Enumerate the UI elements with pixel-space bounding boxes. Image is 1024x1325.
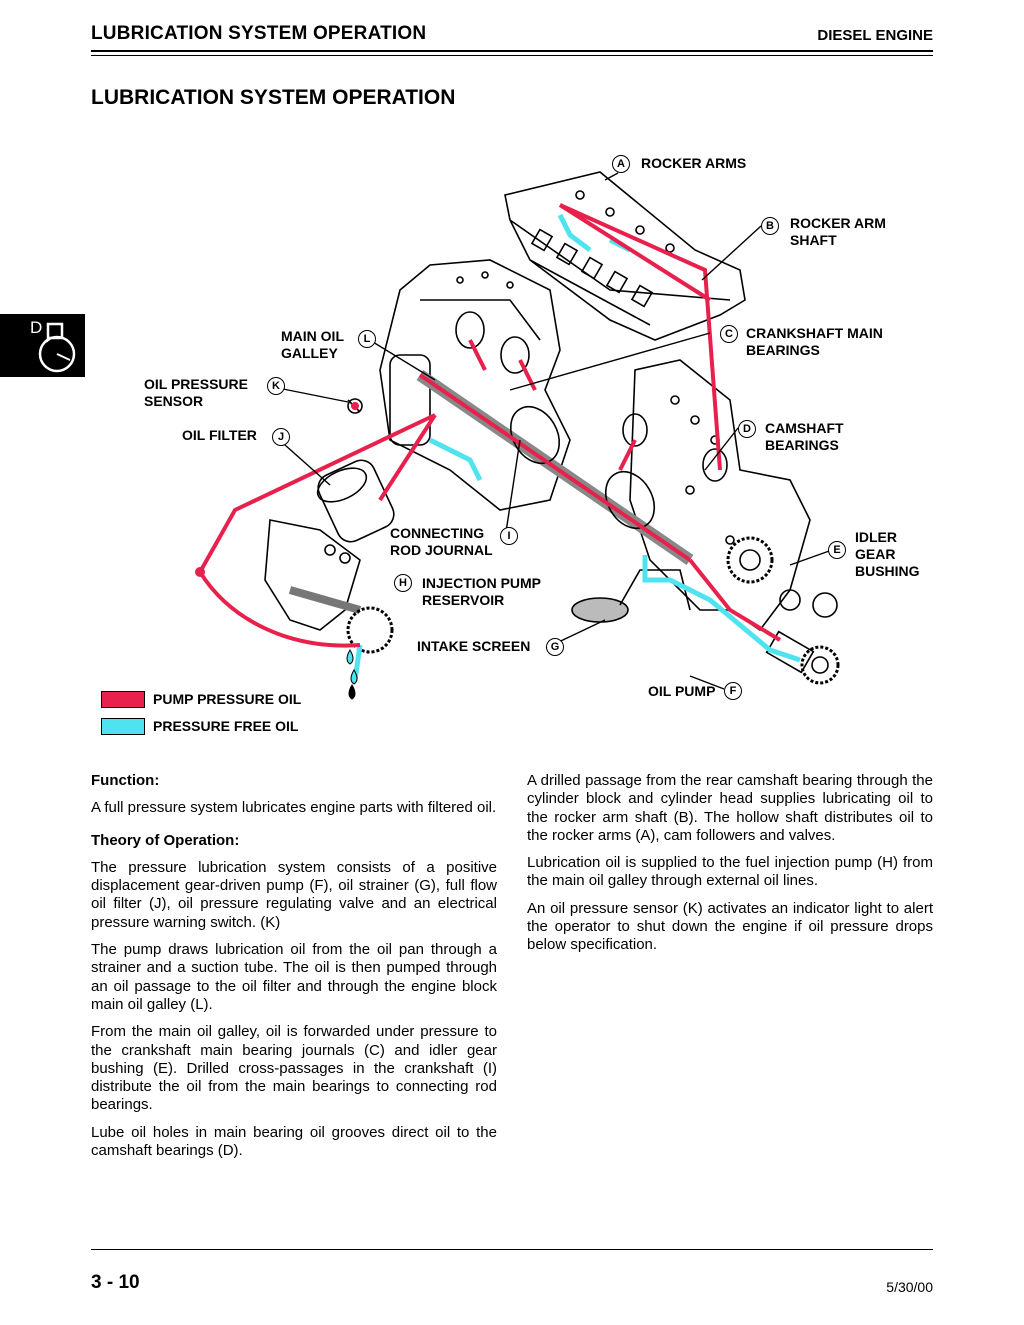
callout-c: C — [720, 325, 738, 343]
running-header-title: LUBRICATION SYSTEM OPERATION — [91, 23, 427, 44]
section-tab: D — [0, 314, 85, 377]
function-text: A full pressure system lubricates engine… — [91, 799, 497, 817]
callout-e: E — [828, 541, 846, 559]
left-text-column: Function: A full pressure system lubrica… — [91, 772, 497, 1169]
legend-swatch-pressure-free — [101, 718, 145, 735]
legend-label-pump-pressure: PUMP PRESSURE OIL — [153, 691, 302, 707]
callout-l: L — [358, 330, 376, 348]
label-oil-filter: OIL FILTER — [182, 427, 257, 443]
header-rule-thick — [91, 50, 933, 52]
intake-screen-drawing — [571, 569, 691, 623]
oil-filter-drawing — [316, 459, 395, 543]
legend-swatch-pump-pressure — [101, 691, 145, 708]
pump-pressure-oil-paths — [198, 203, 782, 648]
body-paragraph: Lubrication oil is supplied to the fuel … — [527, 854, 933, 890]
oil-pump-drawing — [765, 630, 840, 685]
callout-j: J — [272, 428, 290, 446]
callout-b: B — [761, 217, 779, 235]
label-injection-pump-reservoir: INJECTION PUMP RESERVOIR — [422, 575, 542, 608]
theory-paragraph: Lube oil holes in main bearing oil groov… — [91, 1123, 497, 1160]
label-camshaft-bearings: CAMSHAFT BEARINGS — [765, 420, 844, 453]
pressure-oil-markers — [195, 402, 359, 577]
header-rule-thin — [91, 55, 933, 56]
callout-i: I — [500, 527, 518, 545]
injection-pump-drawing — [264, 519, 394, 654]
footer-rule — [91, 1249, 933, 1250]
callout-f: F — [724, 682, 742, 700]
right-text-column: A drilled passage from the rear camshaft… — [527, 772, 933, 964]
label-idler-gear-bushing: IDLER GEAR BUSHING — [855, 529, 920, 579]
theory-paragraph: The pump draws lubrication oil from the … — [91, 941, 497, 1013]
cylinder-head-drawing — [504, 171, 746, 341]
body-paragraph: A drilled passage from the rear camshaft… — [527, 772, 933, 844]
body-paragraph: An oil pressure sensor (K) activates an … — [527, 899, 933, 954]
tab-letter: D — [30, 318, 43, 337]
callout-d: D — [738, 420, 756, 438]
oil-drops-drawing — [346, 649, 358, 700]
revision-date: 5/30/00 — [886, 1279, 933, 1295]
lubrication-system-diagram — [195, 171, 840, 700]
callout-leader-lines — [272, 172, 833, 690]
callout-g: G — [546, 638, 564, 656]
section-title: LUBRICATION SYSTEM OPERATION — [91, 86, 456, 109]
timing-case-drawing — [629, 359, 811, 632]
label-connecting-rod-journal: CONNECTING ROD JOURNAL — [390, 525, 493, 558]
bearing-shells-drawing — [455, 311, 728, 482]
label-oil-pump: OIL PUMP — [648, 683, 716, 699]
function-heading: Function: — [91, 772, 160, 789]
label-rocker-arm-shaft: ROCKER ARM SHAFT — [790, 215, 886, 248]
page-number: 3 - 10 — [91, 1272, 140, 1293]
engine-block-drawing — [379, 259, 571, 511]
label-rocker-arms: ROCKER ARMS — [641, 155, 747, 171]
legend-label-pressure-free: PRESSURE FREE OIL — [153, 718, 299, 734]
theory-paragraph: From the main oil galley, oil is forward… — [91, 1023, 497, 1114]
running-header-section: DIESEL ENGINE — [817, 27, 933, 44]
label-crankshaft-main-bearings: CRANKSHAFT MAIN BEARINGS — [746, 325, 883, 358]
label-intake-screen: INTAKE SCREEN — [417, 638, 531, 654]
theory-heading: Theory of Operation: — [91, 831, 240, 849]
callout-a: A — [612, 155, 630, 173]
label-main-oil-galley: MAIN OIL GALLEY — [281, 328, 344, 361]
callout-h: H — [394, 574, 412, 592]
theory-paragraph: The pressure lubrication system consists… — [91, 858, 497, 931]
idler-gear-drawing — [726, 536, 838, 618]
callout-k: K — [267, 377, 285, 395]
engine-tab-icon — [38, 322, 76, 373]
label-oil-pressure-sensor: OIL PRESSURE SENSOR — [144, 376, 248, 409]
